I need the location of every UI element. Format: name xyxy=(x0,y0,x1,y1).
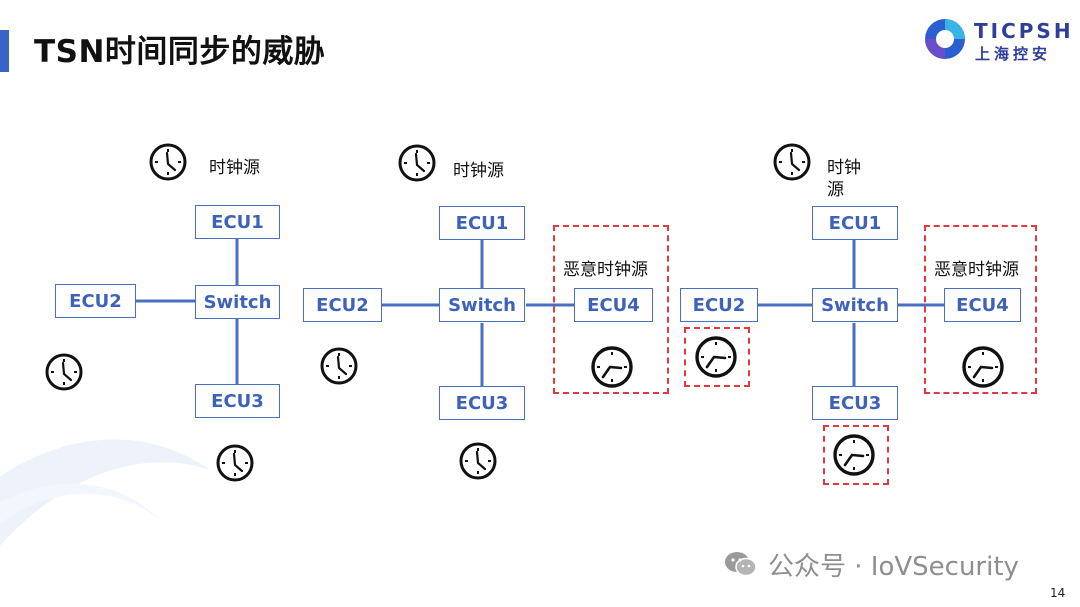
ecu2-node: ECU2 xyxy=(303,288,382,322)
slide-title: TSN时间同步的威胁 xyxy=(34,34,326,70)
ecu3-node: ECU3 xyxy=(812,386,898,420)
clock-icon xyxy=(320,347,358,385)
page-number: 14 xyxy=(1050,586,1066,600)
compromised-clock-frame xyxy=(684,327,750,387)
malicious-source-label: 恶意时钟源 xyxy=(563,260,648,280)
logo-subtitle: 上海控安 xyxy=(975,45,1052,63)
clock-icon xyxy=(459,442,497,480)
ecu4-node: ECU4 xyxy=(574,288,653,322)
logo-name: TICPSH xyxy=(974,19,1074,43)
malicious-source-frame xyxy=(553,225,669,394)
watermark-text: 公众号 · IoVSecurity xyxy=(768,552,1019,582)
ecu1-node: ECU1 xyxy=(439,206,525,240)
switch-node: Switch xyxy=(439,288,525,322)
ecu2-node: ECU2 xyxy=(680,288,758,322)
ecu1-node: ECU1 xyxy=(195,205,280,239)
clock-icon xyxy=(773,143,811,181)
ecu3-node: ECU3 xyxy=(195,384,280,418)
switch-node: Switch xyxy=(812,288,898,322)
clock-source-label: 时钟源 xyxy=(209,158,260,178)
clock-icon xyxy=(216,444,254,482)
switch-node: Switch xyxy=(195,285,280,319)
clock-icon xyxy=(45,353,83,391)
compromised-clock-frame xyxy=(823,425,889,485)
clock-source-label: 时钟源 xyxy=(453,161,504,181)
ecu2-node: ECU2 xyxy=(55,284,136,318)
wechat-icon xyxy=(725,552,757,577)
clock-icon xyxy=(149,143,187,181)
malicious-source-frame xyxy=(924,225,1037,394)
ecu4-node: ECU4 xyxy=(944,288,1021,322)
ecu3-node: ECU3 xyxy=(439,386,525,420)
connection-lines xyxy=(135,239,945,386)
title-accent-bar xyxy=(0,30,9,72)
clock-icon xyxy=(398,144,436,182)
background-swirl xyxy=(0,439,210,546)
malicious-source-label: 恶意时钟源 xyxy=(934,260,1019,280)
ecu1-node: ECU1 xyxy=(812,206,898,240)
logo-mark-icon xyxy=(925,19,965,59)
clock-source-label: 时钟源 xyxy=(827,158,861,200)
logo: TICPSH 上海控安 xyxy=(922,16,1071,64)
